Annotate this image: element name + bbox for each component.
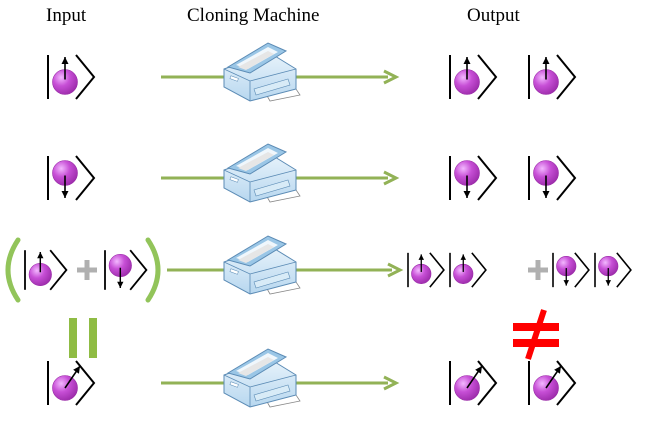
input-header: Input (46, 5, 87, 26)
output-ket-1 (449, 155, 498, 201)
input-ket-up (24, 249, 68, 291)
output-ket-2 (528, 360, 577, 406)
machine-header: Cloning Machine (187, 5, 320, 26)
output-ket-up-1 (407, 252, 445, 288)
output-ket-2 (528, 54, 577, 100)
input-ket-down (47, 155, 96, 201)
output-ket-down-2 (594, 252, 632, 288)
input-superposition (5, 237, 161, 303)
output-ket-2 (528, 155, 577, 201)
input-ket-down (104, 249, 148, 291)
not-equal-sign-icon (513, 309, 559, 360)
cloning-machine (223, 348, 301, 408)
cloning-machine (223, 42, 301, 102)
cloning-machine (223, 143, 301, 203)
output-ket-up-2 (449, 252, 487, 288)
equals-sign-icon (69, 318, 97, 358)
cloning-machine (223, 235, 301, 295)
input-plus-sign (77, 260, 97, 280)
output-ket-1 (449, 360, 498, 406)
output-plus-sign (528, 260, 548, 280)
input-ket-up (47, 54, 96, 100)
output-ket-down-1 (552, 252, 590, 288)
output-ket-1 (449, 54, 498, 100)
output-header: Output (467, 5, 520, 26)
input-ket-diag (47, 360, 96, 406)
